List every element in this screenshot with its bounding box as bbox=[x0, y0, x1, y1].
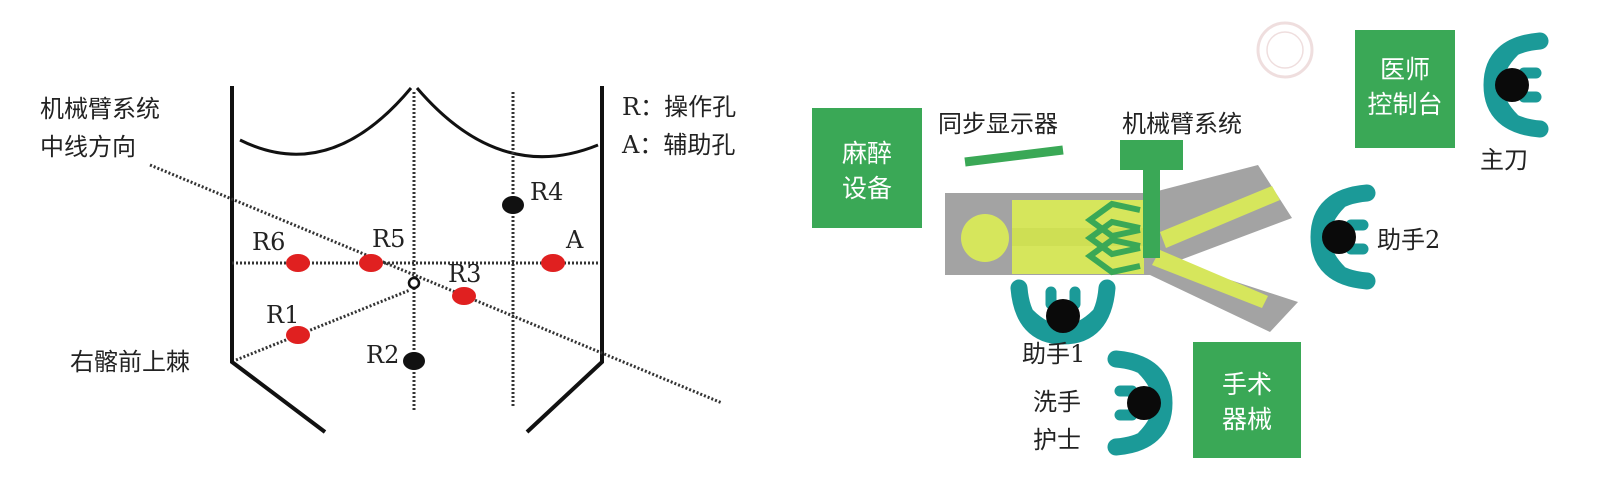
anesthesia-equipment: 麻醉 设备 bbox=[812, 108, 922, 228]
asis-line bbox=[235, 288, 411, 362]
sync-display bbox=[964, 145, 1064, 167]
label-R6: R6 bbox=[252, 228, 285, 256]
legend-assist-port: A：辅助孔 bbox=[621, 131, 735, 159]
label-R4: R4 bbox=[530, 178, 563, 206]
midline-label-line2: 中线方向 bbox=[40, 133, 136, 161]
umbilicus-marker bbox=[407, 276, 421, 290]
legend-operating-port: R：操作孔 bbox=[622, 93, 736, 121]
port-labels: R6 R5 A R3 R4 R1 R2 bbox=[252, 178, 584, 369]
scrub-nurse-figure bbox=[1116, 359, 1164, 447]
console-label-line1: 医师 bbox=[1380, 55, 1430, 84]
left-costal-arc bbox=[239, 87, 413, 156]
landmark-label: 右髂前上棘 bbox=[70, 348, 190, 376]
port-R5 bbox=[359, 254, 383, 272]
port-R3 bbox=[452, 287, 476, 305]
label-R5: R5 bbox=[372, 225, 405, 253]
assistant2-figure bbox=[1319, 193, 1367, 281]
anesthesia-label-line1: 麻醉 bbox=[842, 139, 892, 168]
or-layout-diagram: 麻醉 设备 同步显示器 机械臂系统 医师 控 bbox=[812, 21, 1540, 458]
robot-arm-system bbox=[1084, 140, 1183, 276]
sync-display-label: 同步显示器 bbox=[938, 110, 1058, 138]
assistant2-label: 助手2 bbox=[1377, 226, 1440, 254]
patient-leg-lower bbox=[1152, 250, 1268, 308]
label-R3: R3 bbox=[448, 260, 481, 288]
port-R6 bbox=[286, 254, 310, 272]
surgeon-console: 医师 控制台 bbox=[1355, 30, 1455, 148]
port-A bbox=[541, 254, 565, 272]
watermark-seal bbox=[1256, 21, 1314, 79]
port-R4 bbox=[502, 196, 524, 214]
patient-leg-upper bbox=[1160, 186, 1280, 248]
instruments-label-line1: 手术 bbox=[1222, 370, 1272, 399]
anesthesia-label-line2: 设备 bbox=[842, 174, 892, 203]
operating-table bbox=[945, 165, 1298, 332]
abdomen-outline bbox=[230, 86, 604, 434]
port-placement-diagram: R6 R5 A R3 R4 R1 R2 机械臂系统 中线方向 R：操作孔 A：辅… bbox=[40, 86, 736, 434]
robot-midline-direction bbox=[149, 163, 723, 405]
right-costal-arc bbox=[415, 87, 599, 159]
surgical-instruments: 手术 器械 bbox=[1193, 342, 1301, 458]
assistant1-figure bbox=[1019, 288, 1107, 336]
scrub-nurse-label-line1: 洗手 bbox=[1033, 388, 1081, 416]
port-R2 bbox=[403, 352, 425, 370]
label-A: A bbox=[565, 226, 584, 254]
right-flank-line bbox=[525, 86, 604, 434]
midline-label-line1: 机械臂系统 bbox=[40, 95, 160, 123]
assistant1-label: 助手1 bbox=[1022, 340, 1085, 368]
port-R1 bbox=[286, 326, 310, 344]
surgeon-label: 主刀 bbox=[1480, 146, 1528, 174]
patient-head bbox=[961, 214, 1009, 262]
surgeon-figure bbox=[1492, 41, 1540, 129]
robot-arm-label: 机械臂系统 bbox=[1122, 110, 1242, 138]
console-label-line2: 控制台 bbox=[1367, 90, 1442, 119]
label-R1: R1 bbox=[266, 301, 299, 329]
left-flank-line bbox=[230, 86, 327, 434]
scrub-nurse-label-line2: 护士 bbox=[1033, 426, 1081, 454]
label-R2: R2 bbox=[366, 341, 399, 369]
instruments-label-line2: 器械 bbox=[1222, 405, 1272, 434]
ports bbox=[286, 196, 565, 370]
